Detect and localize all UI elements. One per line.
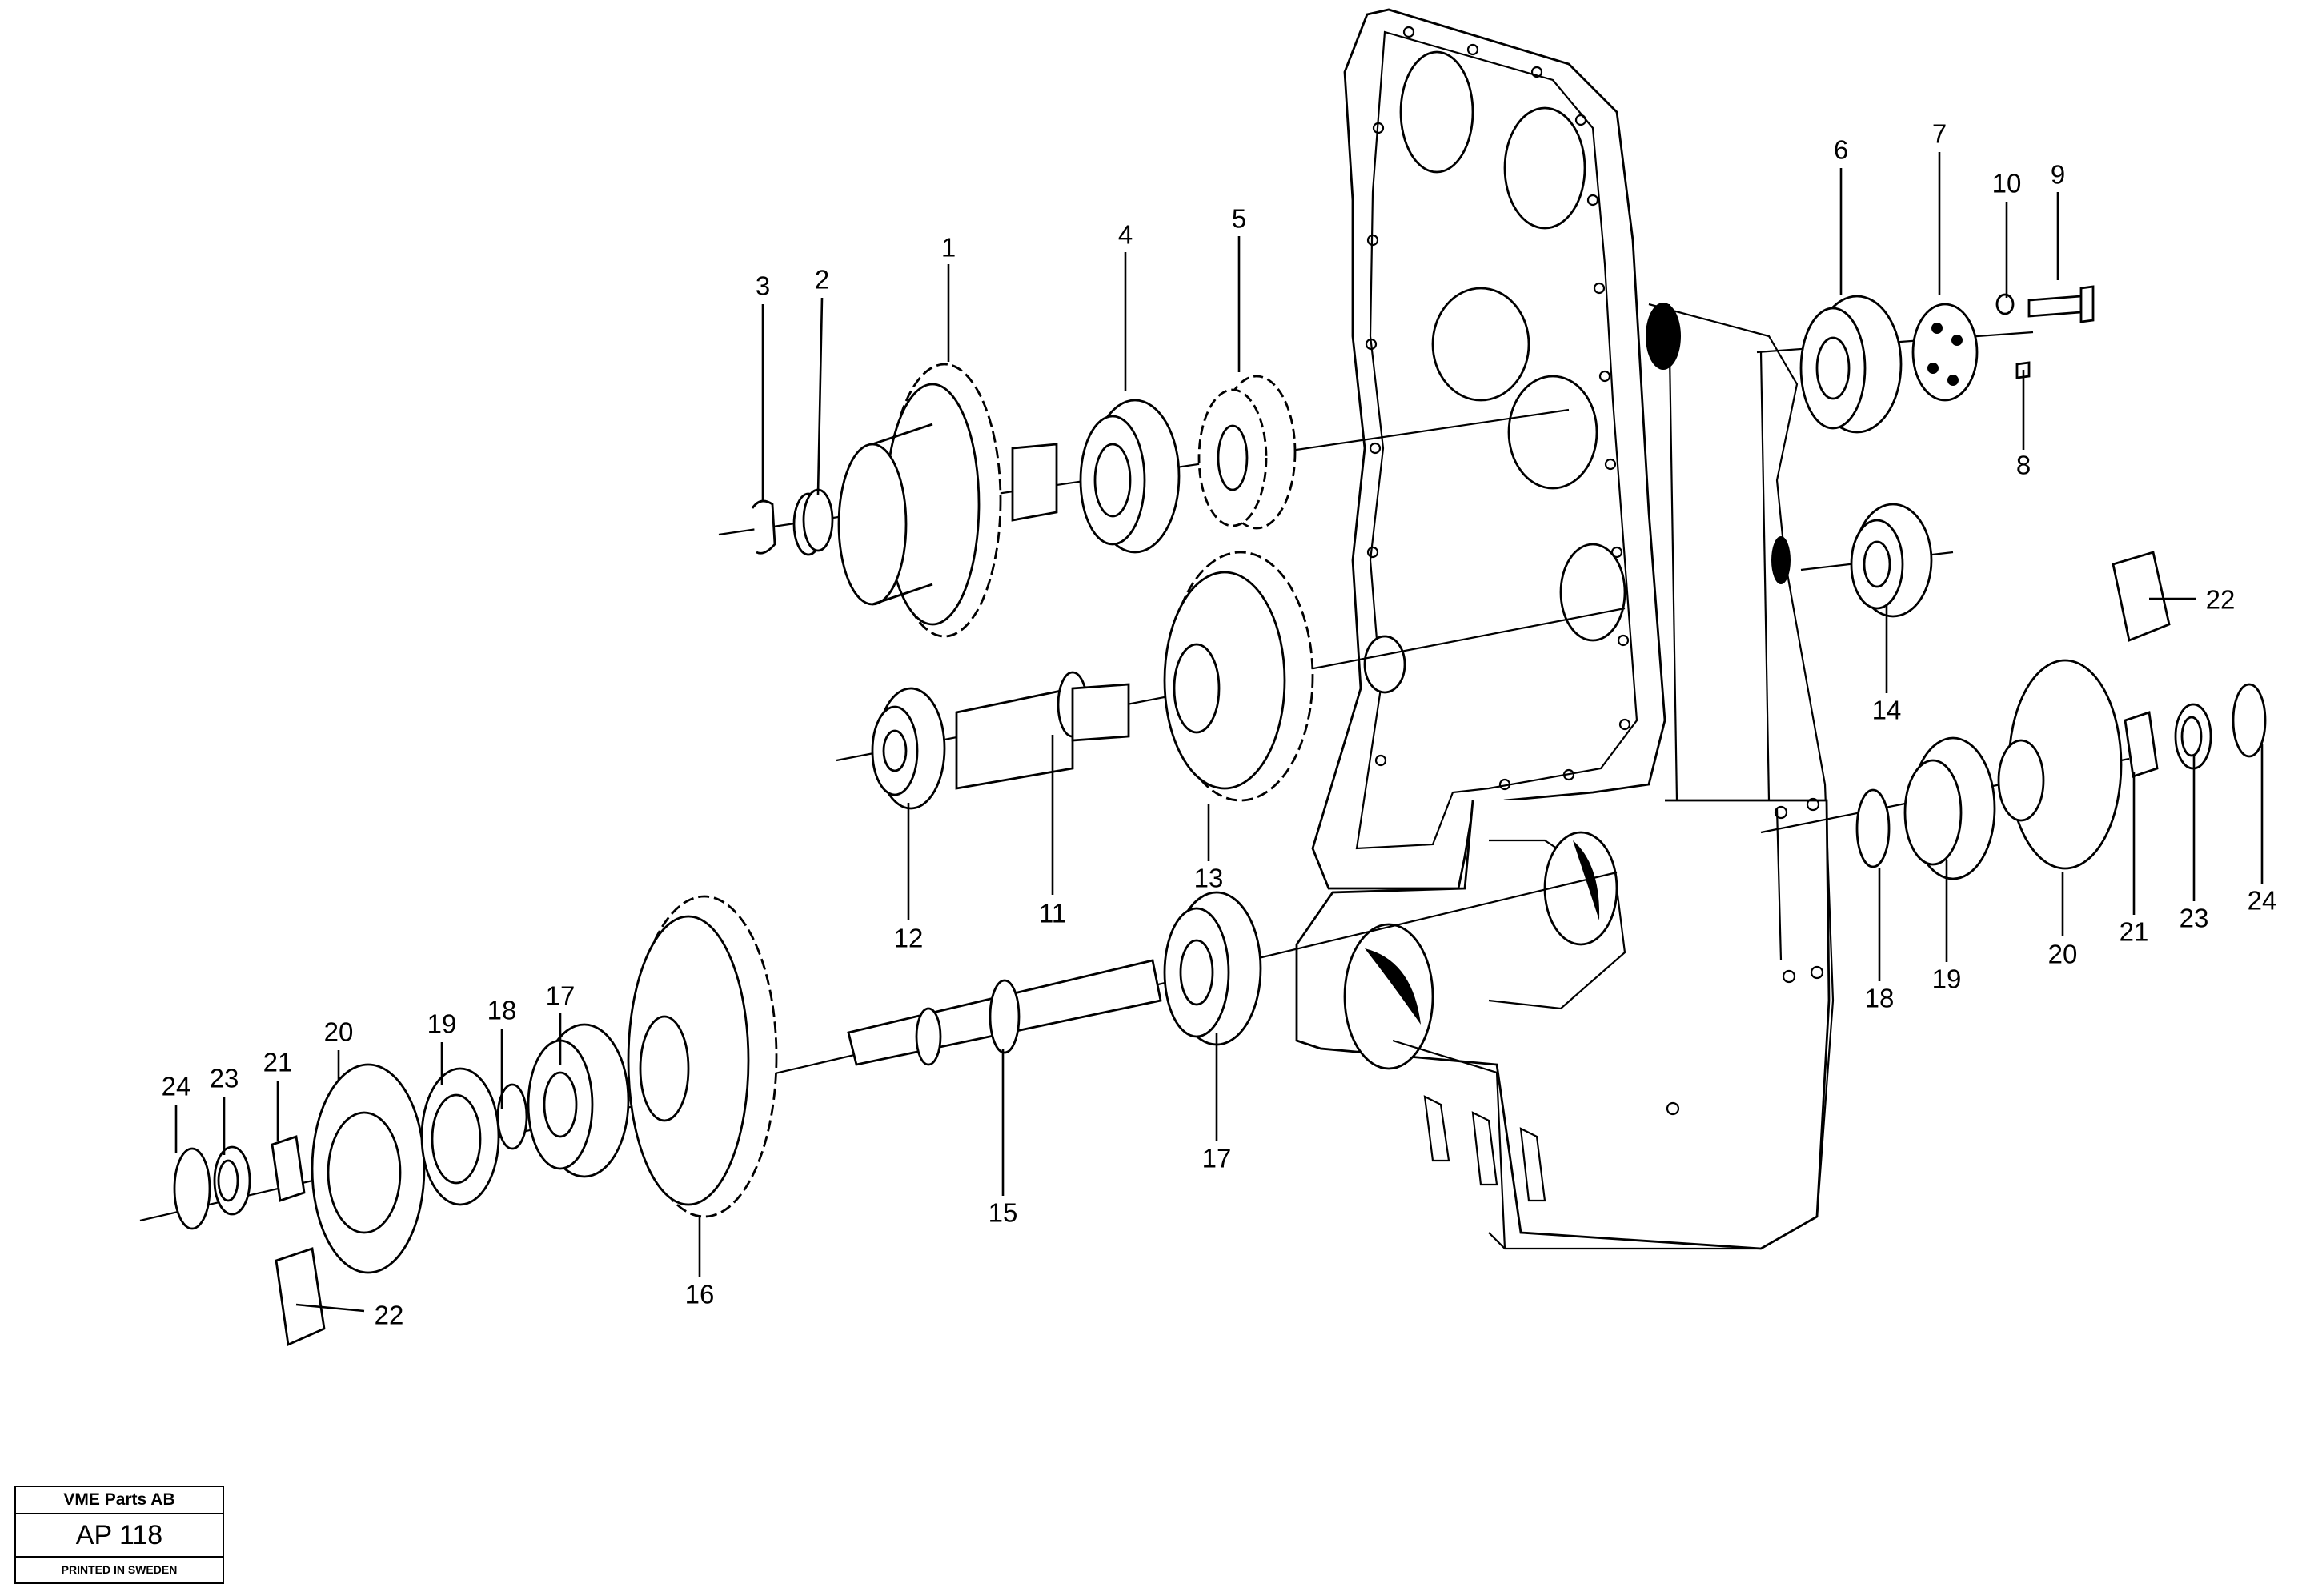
- callout-c13: 13: [1194, 864, 1224, 893]
- callout-c11: 11: [1039, 899, 1066, 928]
- callout-c6: 6: [1834, 135, 1848, 165]
- callout-c17b: 17: [1202, 1144, 1232, 1173]
- callout-c23a: 23: [210, 1064, 239, 1093]
- parts-upper-shaft: [751, 285, 2095, 638]
- stamp-printed: PRINTED IN SWEDEN: [61, 1563, 178, 1576]
- callout-c18b: 18: [1865, 984, 1895, 1013]
- callout-c20b: 20: [2048, 940, 2078, 969]
- stamp-code: AP 118: [16, 1514, 223, 1558]
- stamp-company: VME Parts AB: [16, 1487, 223, 1514]
- callout-c20a: 20: [324, 1017, 354, 1047]
- callout-c18a: 18: [487, 996, 517, 1025]
- title-stamp: VME Parts AB AP 118 PRINTED IN SWEDEN: [14, 1486, 224, 1584]
- callout-c24b: 24: [2248, 886, 2277, 916]
- callout-c22b: 22: [2206, 585, 2236, 615]
- callout-c15: 15: [989, 1198, 1018, 1228]
- callout-c19b: 19: [1932, 964, 1962, 994]
- callout-c14: 14: [1872, 696, 1902, 725]
- callout-c19a: 19: [427, 1009, 457, 1039]
- housing-bolt-holes: [1365, 26, 1631, 791]
- callout-c4: 4: [1118, 220, 1133, 250]
- callout-c22a: 22: [375, 1301, 404, 1330]
- callout-c24a: 24: [162, 1072, 191, 1101]
- callout-c23b: 23: [2180, 904, 2209, 933]
- callout-c8: 8: [2016, 451, 2031, 480]
- callout-c16: 16: [685, 1280, 715, 1309]
- callout-c2: 2: [815, 265, 829, 295]
- callout-c1: 1: [941, 233, 956, 263]
- callout-c21b: 21: [2120, 917, 2149, 947]
- gearbox-housing: [1295, 8, 1835, 1250]
- callout-c12: 12: [894, 924, 924, 953]
- callout-c10: 10: [1992, 169, 2022, 198]
- callout-c17a: 17: [546, 981, 576, 1011]
- leader-line-c2: [816, 297, 824, 495]
- parts-lower-shaft: [173, 551, 2267, 1347]
- callout-c3: 3: [756, 271, 770, 301]
- callout-c7: 7: [1932, 119, 1947, 149]
- callout-c21a: 21: [263, 1048, 293, 1077]
- callout-c9: 9: [2051, 160, 2065, 190]
- leader-line-c22a: [295, 1303, 365, 1313]
- parts-middle-shaft: [871, 503, 1933, 810]
- callout-c5: 5: [1232, 204, 1246, 234]
